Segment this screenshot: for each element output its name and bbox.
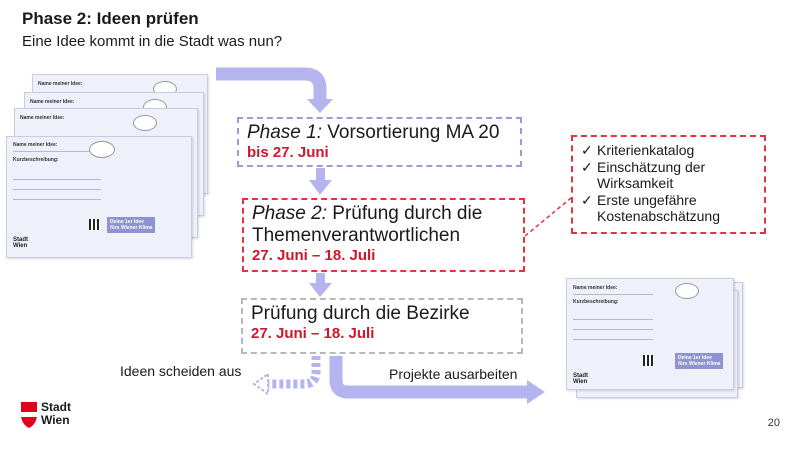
projects-label: Projekte ausarbeiten [389,366,518,382]
page-title: Phase 2: Ideen prüfen [22,9,199,28]
phase3-date: 27. Juni – 18. Juli [251,325,375,342]
criteria-item-text: Erste ungefähre [597,191,697,208]
arrow-p1-p2-head [309,180,332,195]
phase2-title-line1: Prüfung durch die [332,203,483,224]
criteria-item: ✓ Kriterienkatalog [581,142,758,159]
arrow-p2-p3-shaft [316,273,325,285]
phase1-title: Vorsortierung MA 20 [327,122,500,143]
phase1-box: Phase 1: Vorsortierung MA 20 bis 27. Jun… [237,117,522,167]
logo-line1: Stadt [41,400,71,414]
criteria-item-text: Einschätzung der [597,158,706,175]
arrow-rejected [268,356,321,389]
check-icon: ✓ [581,142,593,158]
arrow-into-phase1 [216,67,327,100]
phase1-prefix: Phase 1: [247,122,322,143]
criteria-item-text: Kostenabschätzung [597,208,720,224]
phase2-prefix: Phase 2: [252,203,327,224]
check-icon: ✓ [581,191,593,208]
idea-card-front: Name meiner Idee: Kurzbeschreibung: Dein… [6,136,192,258]
check-icon: ✓ [581,158,593,175]
arrow-into-phase1-head [307,99,333,113]
phase1-date: bis 27. Juni [247,144,329,161]
arrow-p1-p2-shaft [316,168,325,182]
criteria-item-text: Kriterienkatalog [597,142,695,158]
phase3-box: Prüfung durch die Bezirke 27. Juni – 18.… [241,298,523,354]
arrow-p2-p3-head [309,283,332,297]
phase2-date: 27. Juni – 18. Juli [252,247,376,264]
logo-line2: Wien [41,413,70,427]
criteria-item-text: Wirksamkeit [597,175,674,191]
stadt-wien-logo: Stadt Wien [21,401,81,431]
arrow-rejected-head [252,372,269,396]
phase3-title: Prüfung durch die Bezirke [251,303,470,324]
wien-coat-of-arms-icon [21,402,37,428]
rejected-label: Ideen scheiden aus [120,363,242,379]
criteria-connector [524,197,572,237]
phase2-box: Phase 2: Prüfung durch die Themenverantw… [242,198,525,272]
page-number: 20 [767,417,780,429]
arrow-projects [329,356,528,399]
page-subtitle: Eine Idee kommt in die Stadt was nun? [22,33,283,50]
phase2-title-line2: Themenverantwortlichen [252,225,461,246]
arrow-projects-head [527,380,545,404]
idea-card-front: Name meiner Idee: Kurzbeschreibung: Dein… [566,278,734,390]
